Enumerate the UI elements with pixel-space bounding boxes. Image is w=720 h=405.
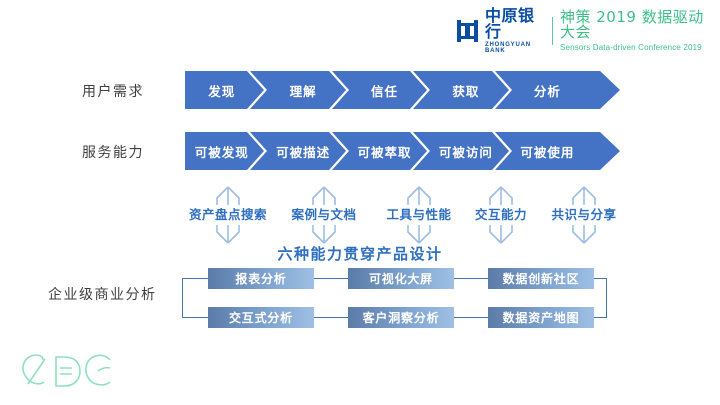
capability-column-3: 交互能力 <box>453 184 549 246</box>
capability-stage-label: 可被萃取 <box>357 144 412 160</box>
need-stage-label: 信任 <box>371 83 399 99</box>
arrow-down-outline-icon <box>276 224 372 246</box>
caption-six-capabilities: 六种能力贯穿产品设计 <box>277 245 443 263</box>
need-stage-4[interactable]: 分析 <box>510 71 593 109</box>
analysis-cell-label: 可视化大屏 <box>368 272 433 286</box>
analysis-cell-label: 交互式分析 <box>228 311 293 325</box>
analysis-cell-asset-map[interactable]: 数据资产地图 <box>488 307 594 328</box>
bank-name-en: ZHONGYUAN BANK <box>485 42 531 54</box>
need-stage-label: 分析 <box>533 83 561 99</box>
chevron-separator-icon <box>410 132 431 170</box>
capability-label: 案例与文档 <box>291 207 357 222</box>
connector-right-top <box>594 278 607 279</box>
capability-stage-3[interactable]: 可被访问 <box>429 132 512 170</box>
capability-label: 共识与分享 <box>551 207 617 222</box>
analysis-cell-interactive[interactable]: 交互式分析 <box>208 307 314 328</box>
need-stage-0[interactable]: 发现 <box>185 71 268 109</box>
capability-column-2: 工具与性能 <box>371 184 467 246</box>
capability-stage-label: 可被描述 <box>276 144 331 160</box>
capability-column-1: 案例与文档 <box>276 184 372 246</box>
service-capability-chevron-band: 可被发现 可被描述 可被萃取 可被访问 可被使用 <box>185 132 621 170</box>
connector-bottom-b <box>454 317 488 318</box>
connector-right-vertical <box>606 278 607 318</box>
connector-top-a <box>314 278 348 279</box>
bank-wordmark: 中原银行 ZHONGYUAN BANK <box>485 6 544 55</box>
row-label-user-need: 用户需求 <box>82 84 144 100</box>
row-label-service-capability: 服务能力 <box>82 145 144 161</box>
analysis-cell-label: 报表分析 <box>235 272 287 286</box>
arrow-up-outline-icon <box>536 184 632 206</box>
capability-column-4: 共识与分享 <box>536 184 632 246</box>
arrow-up-outline-icon <box>371 184 467 206</box>
need-stage-label: 获取 <box>452 83 480 99</box>
need-stage-2[interactable]: 信任 <box>347 71 431 109</box>
capability-stage-label: 可被发现 <box>194 144 249 160</box>
arrow-up-outline-icon <box>276 184 372 206</box>
band-arrow-head-icon <box>592 71 621 109</box>
chevron-separator-icon <box>247 71 268 109</box>
conference-wordmark: 神策 2019 数据驱动大会 Sensors Data-driven Confe… <box>560 10 710 52</box>
capability-label: 工具与性能 <box>386 207 452 222</box>
need-stage-label: 发现 <box>208 83 236 99</box>
capability-stage-1[interactable]: 可被描述 <box>266 132 349 170</box>
need-stage-label: 理解 <box>289 83 317 99</box>
capability-label: 交互能力 <box>474 207 527 222</box>
capability-column-0: 资产盘点搜索 <box>180 184 276 246</box>
arrow-up-outline-icon <box>453 184 549 206</box>
analysis-cell-dashboard[interactable]: 可视化大屏 <box>348 268 454 289</box>
arrow-up-outline-icon <box>180 184 276 206</box>
analysis-cell-label: 客户洞察分析 <box>362 311 440 325</box>
connector-left-vertical <box>182 278 183 318</box>
arrow-down-outline-icon <box>371 224 467 246</box>
capability-stage-4[interactable]: 可被使用 <box>510 132 593 170</box>
bank-name-cn: 中原银行 <box>485 6 535 41</box>
chevron-separator-icon <box>410 71 431 109</box>
connector-left-top <box>182 278 208 279</box>
arrow-down-outline-icon <box>453 224 549 246</box>
conference-title-cn: 神策 2019 数据驱动大会 <box>560 8 704 41</box>
user-need-chevron-band: 发现 理解 信任 获取 分析 <box>185 71 621 109</box>
zhongyuan-bank-mark-icon <box>455 18 481 44</box>
chevron-separator-icon <box>491 132 512 170</box>
analysis-grid: 报表分析 可视化大屏 数据创新社区 交互式分析 客户洞察分析 数据资产地图 <box>182 268 607 328</box>
connector-bottom-a <box>314 317 348 318</box>
analysis-cell-customer-insight[interactable]: 客户洞察分析 <box>348 307 454 328</box>
conference-title-en: Sensors Data-driven Conference 2019 <box>560 43 702 52</box>
capability-stage-label: 可被使用 <box>520 144 575 160</box>
header-logos: 中原银行 ZHONGYUAN BANK 神策 2019 数据驱动大会 Senso… <box>455 8 710 54</box>
chevron-separator-icon <box>328 71 349 109</box>
analysis-cell-report[interactable]: 报表分析 <box>208 268 314 289</box>
chevron-separator-icon <box>491 71 512 109</box>
arrow-down-outline-icon <box>180 224 276 246</box>
chevron-separator-icon <box>328 132 349 170</box>
analysis-cell-innovation-community[interactable]: 数据创新社区 <box>488 268 594 289</box>
capability-stage-0[interactable]: 可被发现 <box>185 132 268 170</box>
connector-top-b <box>454 278 488 279</box>
connector-right-bottom <box>594 317 607 318</box>
connector-left-bottom <box>182 317 208 318</box>
analysis-cell-label: 数据资产地图 <box>502 311 580 325</box>
arrow-down-outline-icon <box>536 224 632 246</box>
need-stage-1[interactable]: 理解 <box>266 71 349 109</box>
capability-stage-label: 可被访问 <box>438 144 493 160</box>
header-divider <box>552 17 553 45</box>
row-label-enterprise-analysis: 企业级商业分析 <box>48 287 157 303</box>
chevron-separator-icon <box>247 132 268 170</box>
capability-stage-2[interactable]: 可被萃取 <box>347 132 431 170</box>
sdc-logo-icon <box>12 350 116 396</box>
band-arrow-head-icon <box>592 132 621 170</box>
analysis-cell-label: 数据创新社区 <box>502 272 580 286</box>
need-stage-3[interactable]: 获取 <box>429 71 512 109</box>
capability-label: 资产盘点搜索 <box>188 207 267 222</box>
